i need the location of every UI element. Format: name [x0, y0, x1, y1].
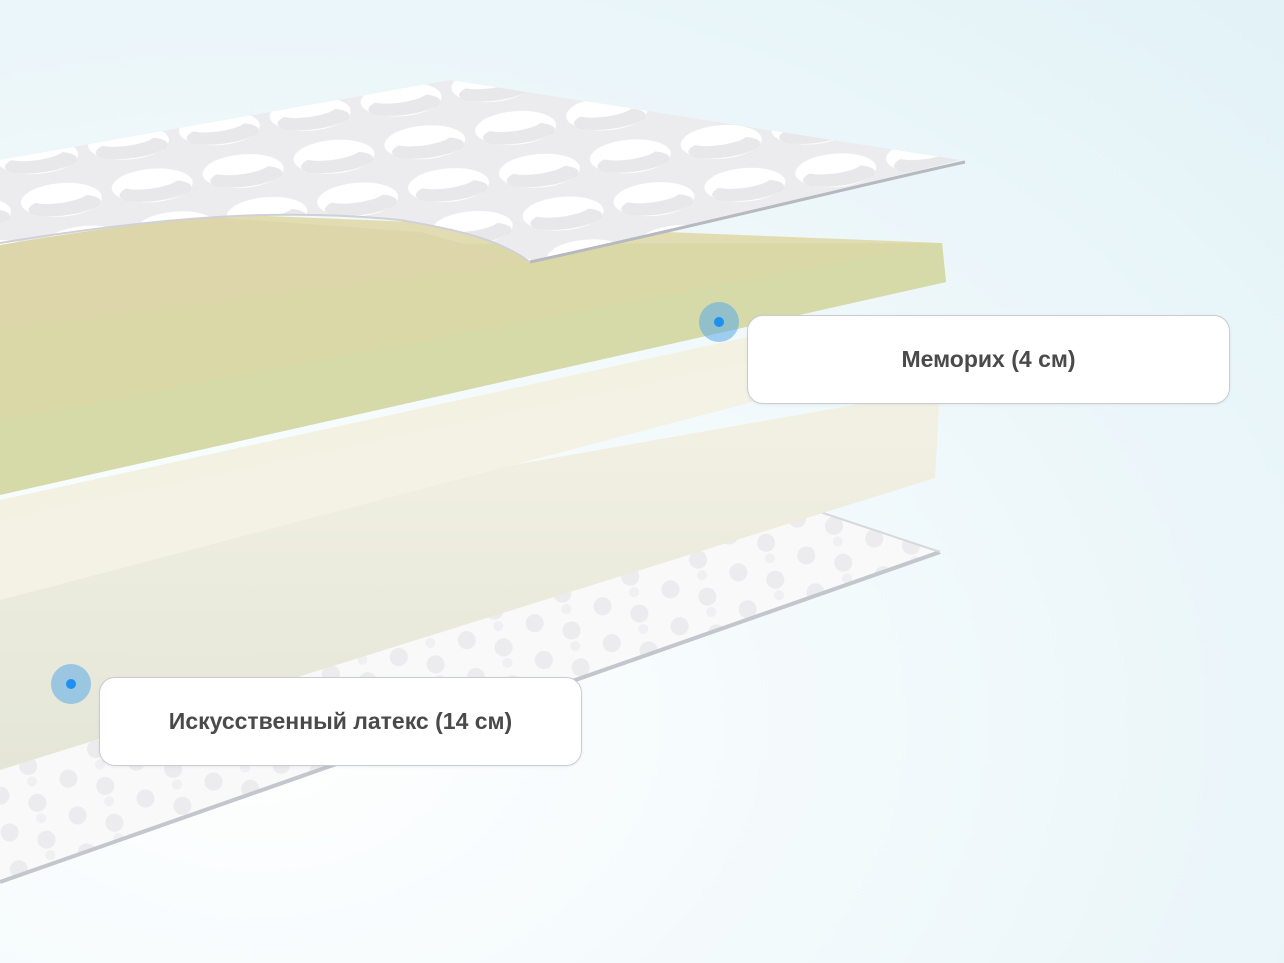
- quilted-top-cover-layer: [0, 80, 966, 264]
- latex-layer-callout[interactable]: Искусственный латекс (14 см): [99, 677, 582, 766]
- latex-foam-layer: [0, 330, 940, 770]
- memorix-layer-label: Мемориx (4 см): [901, 346, 1076, 372]
- latex-layer-label: Искусственный латекс (14 см): [168, 708, 513, 734]
- hotspot-core: [714, 317, 724, 327]
- memorix-layer-callout[interactable]: Мемориx (4 см): [747, 315, 1230, 404]
- hotspot-core: [66, 679, 76, 689]
- hotspot-dot-icon[interactable]: [51, 664, 91, 704]
- hotspot-dot-icon[interactable]: [699, 302, 739, 342]
